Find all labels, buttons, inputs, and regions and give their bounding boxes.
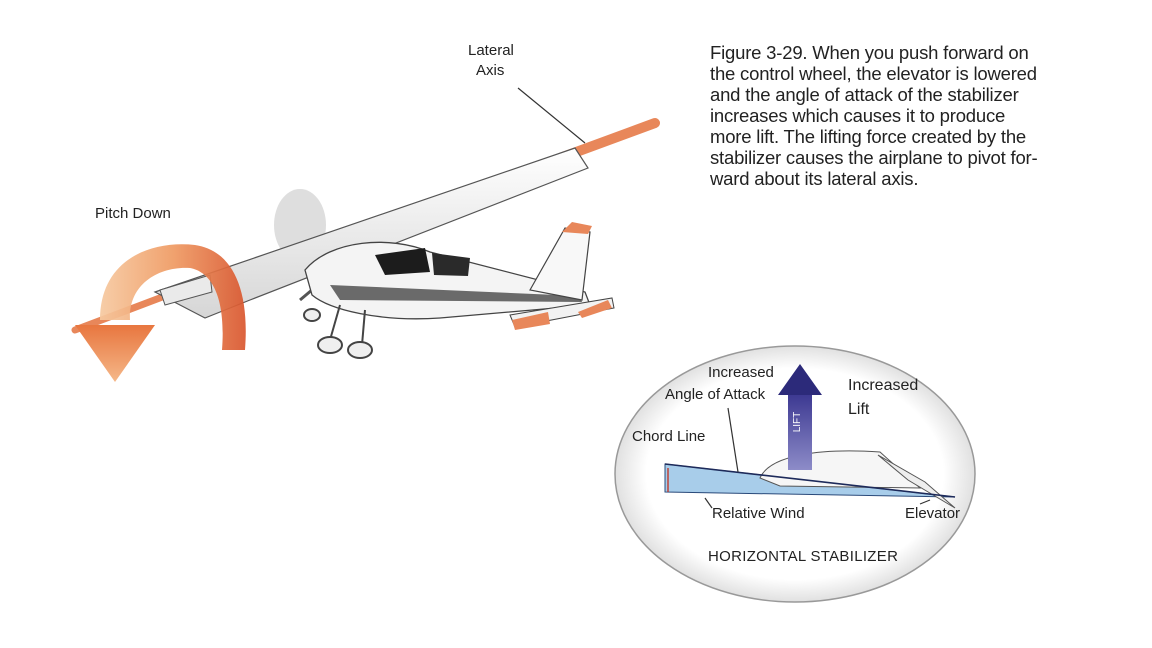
landing-gear bbox=[303, 304, 373, 359]
caption-line: stabilizer causes the airplane to pivot … bbox=[710, 147, 1038, 168]
pitch-down-arrow bbox=[75, 244, 246, 382]
pitch-down-label: Pitch Down bbox=[95, 205, 171, 222]
wing bbox=[153, 147, 589, 319]
side-window bbox=[432, 253, 470, 276]
elevator-tip-left bbox=[512, 312, 550, 330]
lift-arrow: LIFT bbox=[778, 364, 822, 470]
caption-line: more lift. The lifting force created by … bbox=[710, 126, 1026, 147]
relative-wind-label: Relative Wind bbox=[712, 505, 805, 522]
vertical-tail bbox=[529, 227, 591, 301]
elevator-pointer bbox=[919, 499, 931, 505]
relative-wind-pointer bbox=[704, 497, 713, 509]
caption-line: the control wheel, the elevator is lower… bbox=[710, 63, 1037, 84]
increased-lift-label-2: Lift bbox=[848, 401, 870, 418]
relative-wind-line bbox=[664, 463, 956, 498]
lift-arrow-text: LIFT bbox=[792, 412, 803, 433]
caption-line: increases which causes it to produce bbox=[710, 105, 1006, 126]
axis-label: Axis bbox=[476, 62, 505, 79]
elevator-label: Elevator bbox=[905, 505, 961, 522]
caption-line: ward about its lateral axis. bbox=[710, 168, 919, 189]
tail-top bbox=[562, 222, 592, 234]
horizontal-stabilizer-label: HORIZONTAL STABILIZER bbox=[708, 548, 899, 565]
increased-lift-label-1: Increased bbox=[848, 377, 919, 394]
caption-line: Figure 3-29. When you push forward on bbox=[710, 42, 1029, 63]
lateral-pointer bbox=[517, 87, 586, 144]
angle-of-attack-label: Angle of Attack bbox=[665, 386, 766, 403]
wing-flap bbox=[159, 274, 213, 306]
stabilizer-inset: LIFT bbox=[614, 345, 976, 603]
chord-line-label: Chord Line bbox=[632, 428, 706, 445]
increased-aoa-label: Increased bbox=[708, 364, 774, 381]
aoa-pointer bbox=[727, 407, 739, 473]
fuselage-stripe bbox=[330, 285, 582, 302]
lateral-label: Lateral bbox=[468, 42, 514, 59]
cockpit-window bbox=[375, 248, 430, 275]
figure-caption: Figure 3-29. When you push forward on th… bbox=[710, 42, 1110, 189]
caption-line: and the angle of attack of the stabilize… bbox=[710, 84, 1019, 105]
elevator-tip-right bbox=[578, 300, 612, 318]
